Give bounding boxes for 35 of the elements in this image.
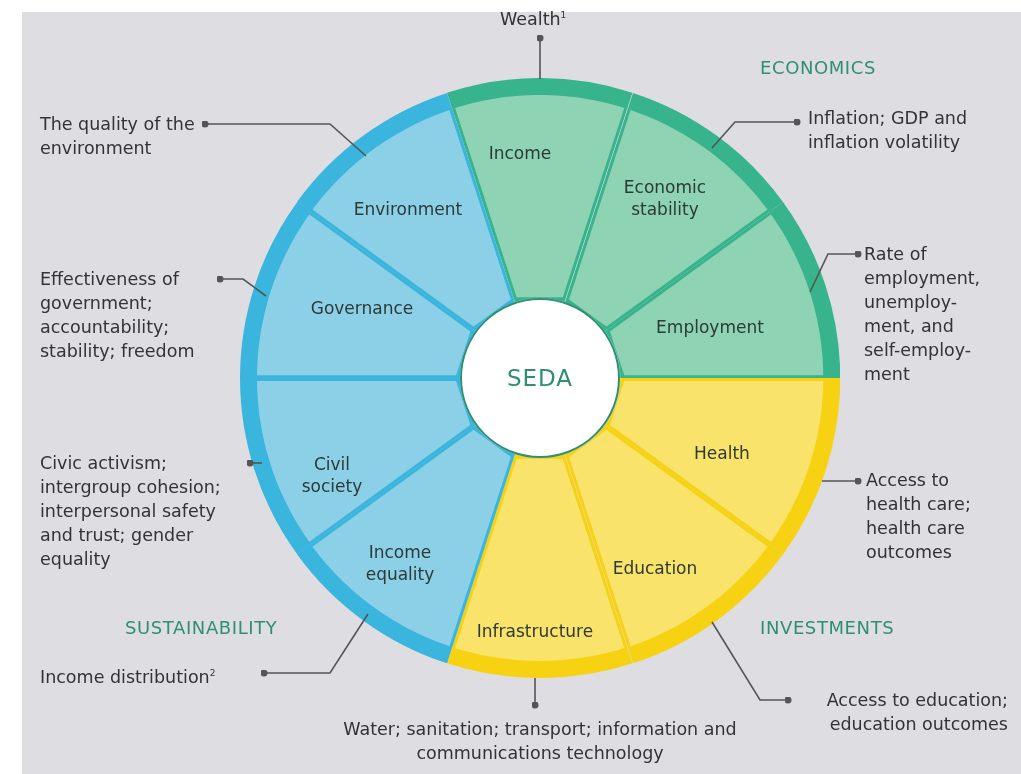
annotation-text: Water; sanitation; transport; information and communications technology [320,717,760,765]
segment-label: Infrastructure [476,619,594,643]
segment-label: Governance [310,296,414,320]
group-title: SUSTAINABILITY [125,617,278,638]
annotation-text: Civic activism; intergroup cohesion; interpersonal safety and trust; gender equality [40,451,246,571]
wheel-segment [604,201,840,378]
annotation-text: Rate of employment, unemploy- ment, and self-employ- ment [864,242,986,386]
leader-line [821,477,862,485]
group-title: INVESTMENTS [760,617,895,638]
segment-label: Employment [656,315,764,339]
leader-line [711,621,792,704]
segment-label: Health [694,441,750,465]
leader-line [531,677,539,709]
leader-line [201,120,367,157]
annotation-text: Inflation; GDP and inflation volatility [808,106,1013,154]
annotation-text: Access to education; education outcomes [793,688,1008,736]
group-title: ECONOMICS [760,57,876,78]
annotation-text: Wealth$^{1}$ [500,3,610,31]
annotation-text: Effectiveness of government; accountability; stability; freedom [40,267,216,363]
leader-line [809,250,862,293]
annotation-text: The quality of the environment [40,112,201,160]
segment-label: Economic stability [622,175,708,221]
center-label: SEDA [506,365,574,391]
leader-line [260,613,369,677]
segment-label: Education [612,556,698,580]
segment-label: Income [488,141,552,165]
segment-label: Income equality [364,540,436,586]
leader-line [216,275,267,297]
leader-line [711,118,801,149]
leader-line [246,459,263,467]
leader-line [536,34,544,80]
annotation-text: Access to health care; health care outcomes [866,468,994,564]
segment-label: Environment [353,197,463,221]
annotation-text: Income distribution$^{2}$ [40,661,260,689]
segment-label: Civil society [300,452,364,498]
